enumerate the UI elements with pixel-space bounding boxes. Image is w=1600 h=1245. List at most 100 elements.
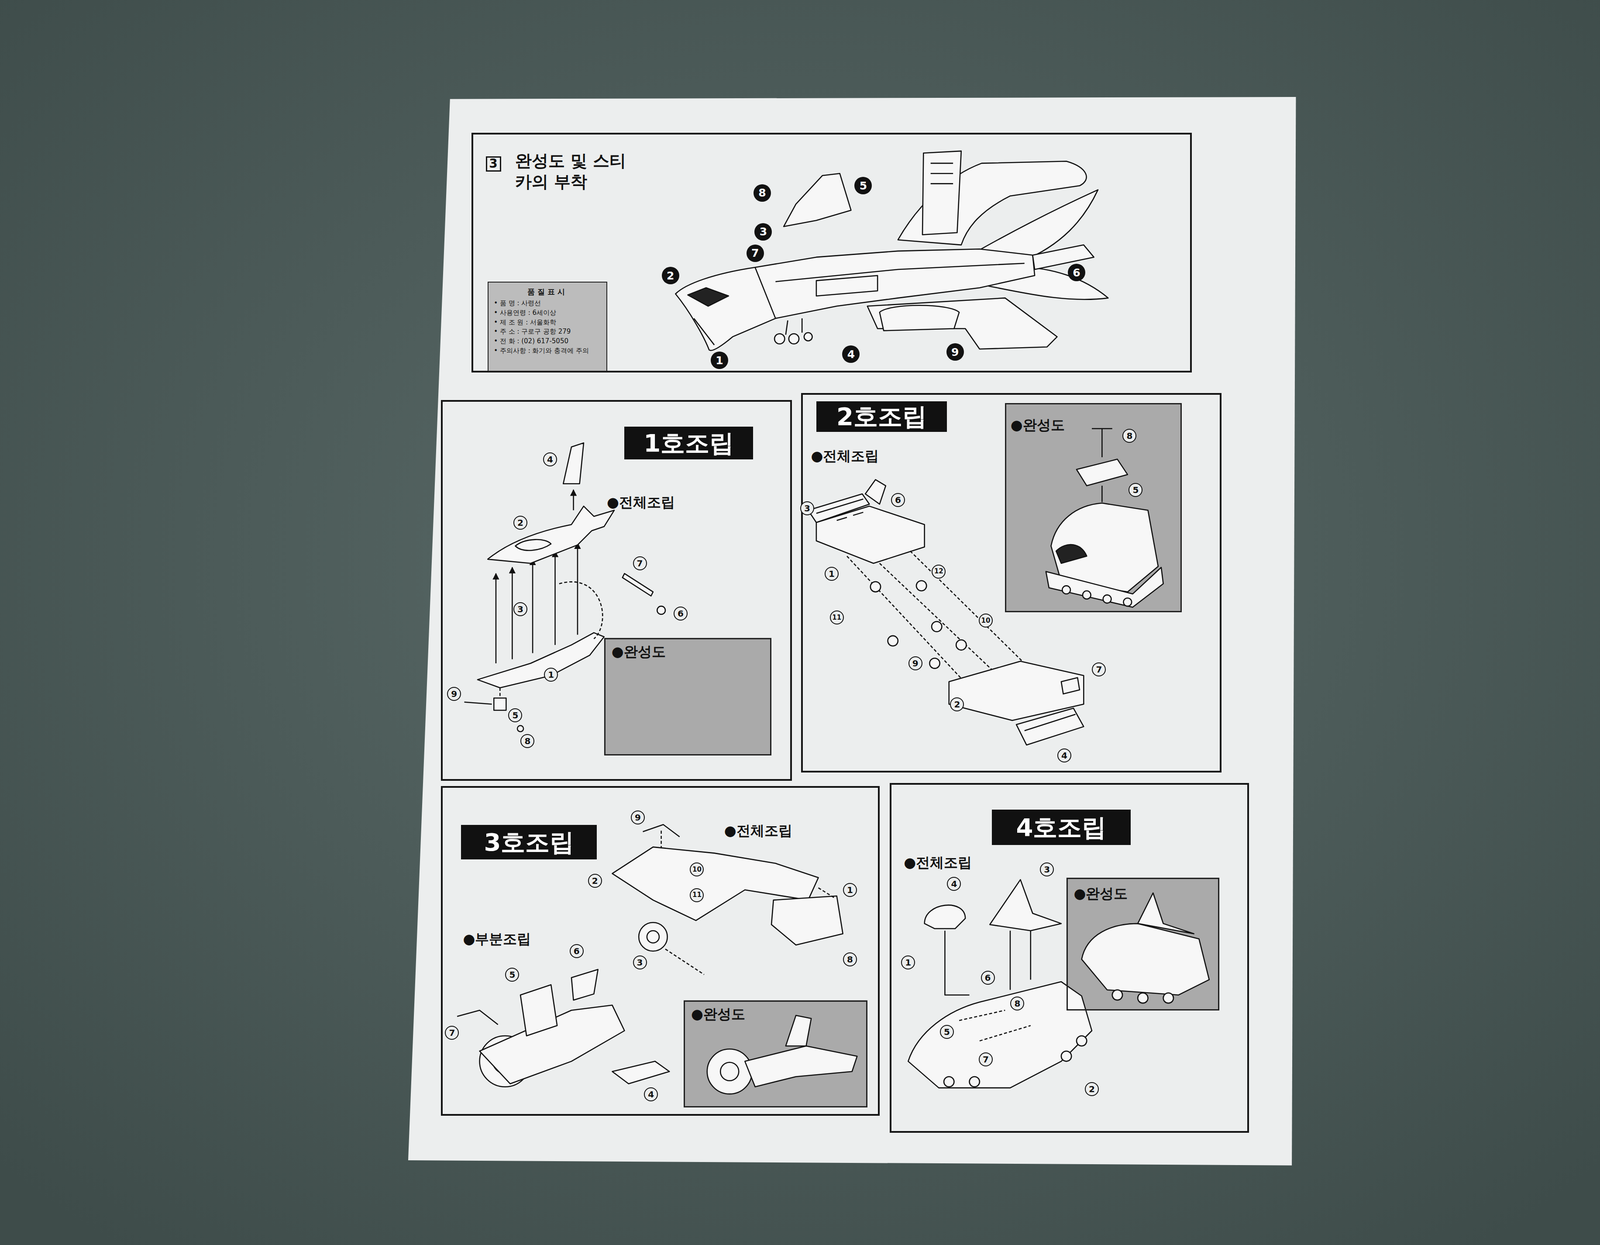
drawing-line [477, 632, 605, 688]
step-title-band: 3호조립 [461, 824, 597, 860]
completed-view-box: ●완성도 [1004, 402, 1182, 613]
drawing-line [687, 287, 729, 307]
product-info-line: • 사용연령 : 6세이상 [493, 308, 601, 318]
drawing-line [788, 333, 799, 344]
callout-number: 3 [633, 955, 647, 970]
completed-view-box: ●완성도 [1066, 877, 1220, 1011]
drawing-line [499, 687, 501, 698]
box-heading: 품질표시 [493, 286, 601, 297]
drawing-line [931, 621, 942, 632]
drawing-line [493, 697, 506, 710]
drawing-line [457, 1010, 498, 1025]
step-title-band: 4호조립 [991, 809, 1131, 846]
step-title: 4호조립 [1015, 813, 1107, 841]
drawing-line [870, 581, 881, 592]
callout-number: 1 [824, 566, 839, 581]
drawing-line [1024, 714, 1076, 731]
drawing-line [577, 542, 579, 635]
drawing-line [1076, 1035, 1087, 1046]
callout-number: 1 [543, 667, 558, 682]
drawing-line [1103, 594, 1112, 603]
callout-number: 4 [643, 1087, 658, 1102]
drawing-line [836, 512, 864, 521]
callout-number: 3 [754, 223, 772, 241]
view-caption: ●완성도 [611, 643, 666, 660]
callout-number: 11 [689, 887, 704, 902]
drawing-line [515, 539, 551, 551]
product-info-line: • 주의사항 : 화기와 충격에 주의 [493, 346, 601, 356]
quality-label-box: 품질표시• 품 명 : 사령선• 사용연령 : 6세이상• 제 조 원 : 서울… [487, 281, 607, 372]
drawing-line [943, 1076, 954, 1087]
drawing-line [1016, 708, 1084, 745]
drawing-line [495, 573, 497, 664]
callout-number: 1 [710, 351, 729, 369]
callout-number: 4 [946, 876, 961, 891]
model-drawing [457, 151, 1210, 1094]
view-caption: ●완성도 [1073, 884, 1129, 902]
drawing-line [929, 657, 940, 668]
view-caption: ●완성도 [1010, 416, 1065, 434]
view-caption: ●부분조립 [462, 930, 531, 947]
drawing-line [1091, 428, 1113, 502]
product-info-line: • 제 조 원 : 서울화학 [493, 317, 601, 328]
drawing-line [944, 930, 1031, 995]
callout-number: 9 [630, 810, 645, 825]
view-caption: ●완성도 [691, 1005, 746, 1022]
drawing-line [487, 505, 615, 564]
step-panel: ●전체조립●부분조립3호조립●완성도 [440, 785, 880, 1116]
step-title-band: 1호조립 [624, 426, 754, 460]
drawing-line [1061, 677, 1080, 694]
drawing-line [572, 489, 575, 511]
callout-number: 4 [842, 345, 860, 363]
drawing-line [646, 930, 660, 943]
callout-number: 7 [1091, 662, 1106, 677]
drawing-line [707, 1048, 753, 1094]
drawing-line [1163, 992, 1174, 1003]
drawing-line [638, 922, 668, 951]
drawing-line [879, 305, 960, 331]
callout-number: 8 [753, 184, 771, 202]
drawing-line [956, 639, 967, 650]
drawing-line [665, 948, 705, 974]
section-heading: 완성도 및 스티카의 부착 [515, 150, 642, 193]
step-title: 1호조립 [643, 429, 734, 457]
step-title: 2호조립 [836, 402, 927, 431]
drawing-line [1061, 1050, 1072, 1061]
callout-number: 6 [673, 606, 688, 621]
drawing-line [818, 887, 835, 898]
drawing-line [989, 879, 1062, 931]
drawing-line [1137, 992, 1148, 1003]
view-caption: ●전체조립 [606, 493, 675, 511]
callout-number: 10 [689, 862, 704, 877]
callout-number: 7 [633, 556, 647, 571]
callout-number: 8 [520, 733, 535, 748]
drawing-line [908, 981, 1092, 1088]
step-title-band: 2호조립 [816, 401, 947, 432]
callout-number: 2 [513, 515, 528, 530]
callout-number: 2 [661, 266, 680, 285]
callout-number: 4 [1057, 748, 1072, 763]
drawing-line [559, 581, 603, 639]
callout-number: 12 [931, 564, 946, 579]
callout-number: 3 [1039, 862, 1054, 877]
callout-number: 5 [508, 708, 523, 723]
callout-number: 5 [939, 1024, 954, 1039]
drawing-line [612, 1060, 670, 1084]
drawing-line [1082, 590, 1091, 599]
callout-number: 8 [1010, 996, 1025, 1011]
callout-number: 11 [829, 610, 844, 625]
drawing-line [865, 479, 886, 504]
drawing-line [554, 550, 556, 645]
callout-number: 5 [505, 967, 520, 982]
drawing-line [1112, 989, 1123, 1000]
callout-number: 4 [543, 452, 558, 467]
grey-view-ground [1004, 402, 1182, 613]
view-caption: ●전체조립 [903, 853, 972, 871]
drawing-line [774, 333, 785, 344]
drawing-line [517, 725, 524, 732]
callout-number: 8 [843, 952, 857, 967]
grey-view-ground [1066, 877, 1220, 1011]
